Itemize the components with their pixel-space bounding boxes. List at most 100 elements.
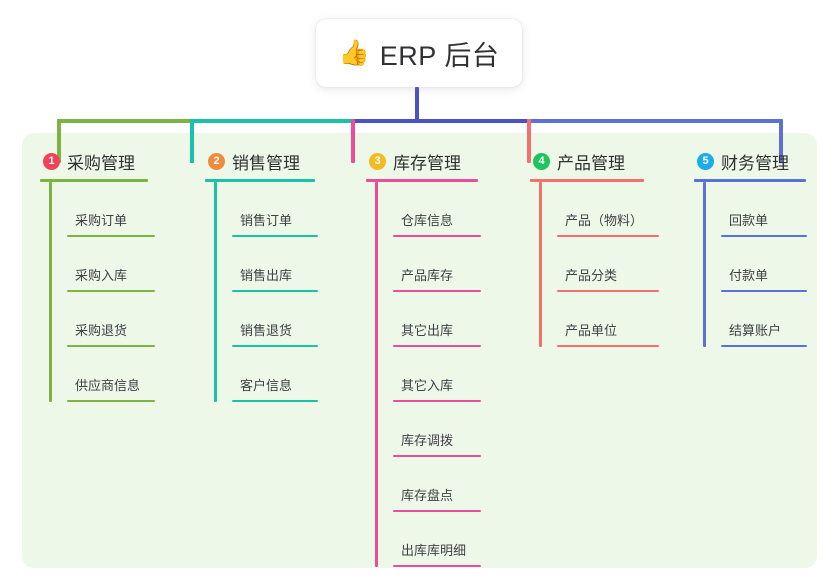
leaf-underline: [232, 400, 318, 402]
branch-children-销售管理: 销售订单销售出库销售退货客户信息: [214, 182, 318, 402]
leaf-node[interactable]: 库存调拨: [393, 402, 481, 457]
drop-line-branch-3: [351, 119, 355, 163]
leaf-label: 库存调拨: [401, 433, 454, 448]
leaf-node[interactable]: 产品（物料）: [557, 182, 659, 237]
leaf-underline: [557, 345, 659, 347]
leaf-label: 产品（物料）: [565, 213, 644, 228]
leaf-node[interactable]: 销售退货: [232, 292, 318, 347]
leaf-node[interactable]: 采购入库: [67, 237, 155, 292]
leaf-underline: [721, 235, 807, 237]
leaf-label: 销售退货: [240, 323, 293, 338]
branch-title-采购管理: 采购管理: [67, 153, 135, 173]
leaf-underline: [232, 345, 318, 347]
leaf-label: 采购退货: [75, 323, 128, 338]
leaf-underline: [721, 290, 807, 292]
branch-column-库存管理: 3 库存管理仓库信息产品库存其它出库其它入库库存调拨库存盘点出库库明细: [366, 148, 481, 567]
leaf-node[interactable]: 库存盘点: [393, 457, 481, 512]
horizontal-bar-segment-1: [57, 119, 194, 123]
leaf-label: 其它出库: [401, 323, 454, 338]
leaf-node[interactable]: 供应商信息: [67, 347, 155, 402]
leaf-node[interactable]: 其它出库: [393, 292, 481, 347]
leaf-label: 采购入库: [75, 268, 128, 283]
leaf-underline: [393, 565, 481, 567]
leaf-label: 产品库存: [401, 268, 454, 283]
leaf-node[interactable]: 采购订单: [67, 182, 155, 237]
leaf-label: 销售出库: [240, 268, 293, 283]
leaf-underline: [393, 455, 481, 457]
leaf-label: 出库库明细: [401, 543, 467, 558]
branch-children-库存管理: 仓库信息产品库存其它出库其它入库库存调拨库存盘点出库库明细: [375, 182, 481, 567]
thumbs-up-icon: 👍: [338, 38, 370, 67]
horizontal-bar-segment-4: [527, 119, 783, 123]
leaf-node[interactable]: 客户信息: [232, 347, 318, 402]
branch-children-采购管理: 采购订单采购入库采购退货供应商信息: [49, 182, 155, 402]
drop-line-branch-2: [190, 119, 194, 163]
leaf-label: 产品单位: [565, 323, 618, 338]
horizontal-bar-segment-3: [351, 119, 531, 123]
leaf-node[interactable]: 回款单: [721, 182, 807, 237]
branch-number-badge-4: 4: [533, 152, 550, 170]
branch-number-badge-5: 5: [697, 152, 714, 170]
branch-title-产品管理: 产品管理: [557, 153, 625, 173]
leaf-node[interactable]: 产品单位: [557, 292, 659, 347]
leaf-underline: [393, 345, 481, 347]
leaf-node[interactable]: 其它入库: [393, 347, 481, 402]
leaf-label: 供应商信息: [75, 378, 141, 393]
leaf-label: 回款单: [729, 213, 769, 228]
leaf-underline: [393, 510, 481, 512]
branch-header-采购管理[interactable]: 1 采购管理: [40, 148, 148, 174]
leaf-underline: [67, 235, 155, 237]
leaf-label: 结算账户: [729, 323, 782, 338]
leaf-underline: [393, 290, 481, 292]
leaf-node[interactable]: 销售出库: [232, 237, 318, 292]
leaf-node[interactable]: 采购退货: [67, 292, 155, 347]
leaf-node[interactable]: 出库库明细: [393, 512, 481, 567]
leaf-label: 仓库信息: [401, 213, 454, 228]
leaf-underline: [557, 290, 659, 292]
drop-line-branch-1: [57, 119, 61, 163]
leaf-underline: [721, 345, 807, 347]
branch-spine-财务管理: [703, 182, 706, 347]
branch-number-badge-3: 3: [369, 152, 386, 170]
leaf-underline: [232, 235, 318, 237]
leaf-underline: [67, 400, 155, 402]
leaf-node[interactable]: 结算账户: [721, 292, 807, 347]
branch-column-产品管理: 4 产品管理产品（物料） 产品分类产品单位: [530, 148, 659, 347]
leaf-node[interactable]: 仓库信息: [393, 182, 481, 237]
branch-spine-库存管理: [375, 182, 378, 567]
drop-line-branch-4: [527, 119, 531, 163]
drop-line-branch-5: [779, 119, 783, 163]
leaf-underline: [393, 400, 481, 402]
root-stem-line: [415, 87, 419, 123]
leaf-node[interactable]: 产品库存: [393, 237, 481, 292]
branch-children-产品管理: 产品（物料） 产品分类产品单位: [539, 182, 659, 347]
leaf-underline: [67, 290, 155, 292]
branch-header-财务管理[interactable]: 5 财务管理: [694, 148, 806, 174]
branch-underline-采购管理: [40, 179, 148, 182]
branch-title-财务管理: 财务管理: [721, 153, 789, 173]
branch-children-财务管理: 回款单付款单结算账户: [703, 182, 807, 347]
branch-header-产品管理[interactable]: 4 产品管理: [530, 148, 644, 174]
branch-spine-产品管理: [539, 182, 542, 347]
branch-underline-财务管理: [694, 179, 806, 182]
leaf-node[interactable]: 产品分类: [557, 237, 659, 292]
branch-header-库存管理[interactable]: 3 库存管理: [366, 148, 478, 174]
leaf-node[interactable]: 销售订单: [232, 182, 318, 237]
leaf-node[interactable]: 付款单: [721, 237, 807, 292]
branch-column-财务管理: 5 财务管理回款单付款单结算账户: [694, 148, 807, 347]
branch-number-badge-1: 1: [43, 152, 60, 170]
leaf-label: 付款单: [729, 268, 769, 283]
root-node-erp-backend[interactable]: 👍 ERP 后台: [316, 19, 522, 87]
leaf-label: 库存盘点: [401, 488, 454, 503]
branch-title-销售管理: 销售管理: [232, 153, 300, 173]
leaf-label: 其它入库: [401, 378, 454, 393]
branch-column-采购管理: 1 采购管理采购订单采购入库采购退货供应商信息: [40, 148, 155, 402]
root-node-title: ERP 后台: [379, 40, 500, 71]
branch-title-库存管理: 库存管理: [393, 153, 461, 173]
branch-underline-销售管理: [205, 179, 315, 182]
branches-background-panel: [22, 133, 817, 568]
leaf-label: 采购订单: [75, 213, 128, 228]
